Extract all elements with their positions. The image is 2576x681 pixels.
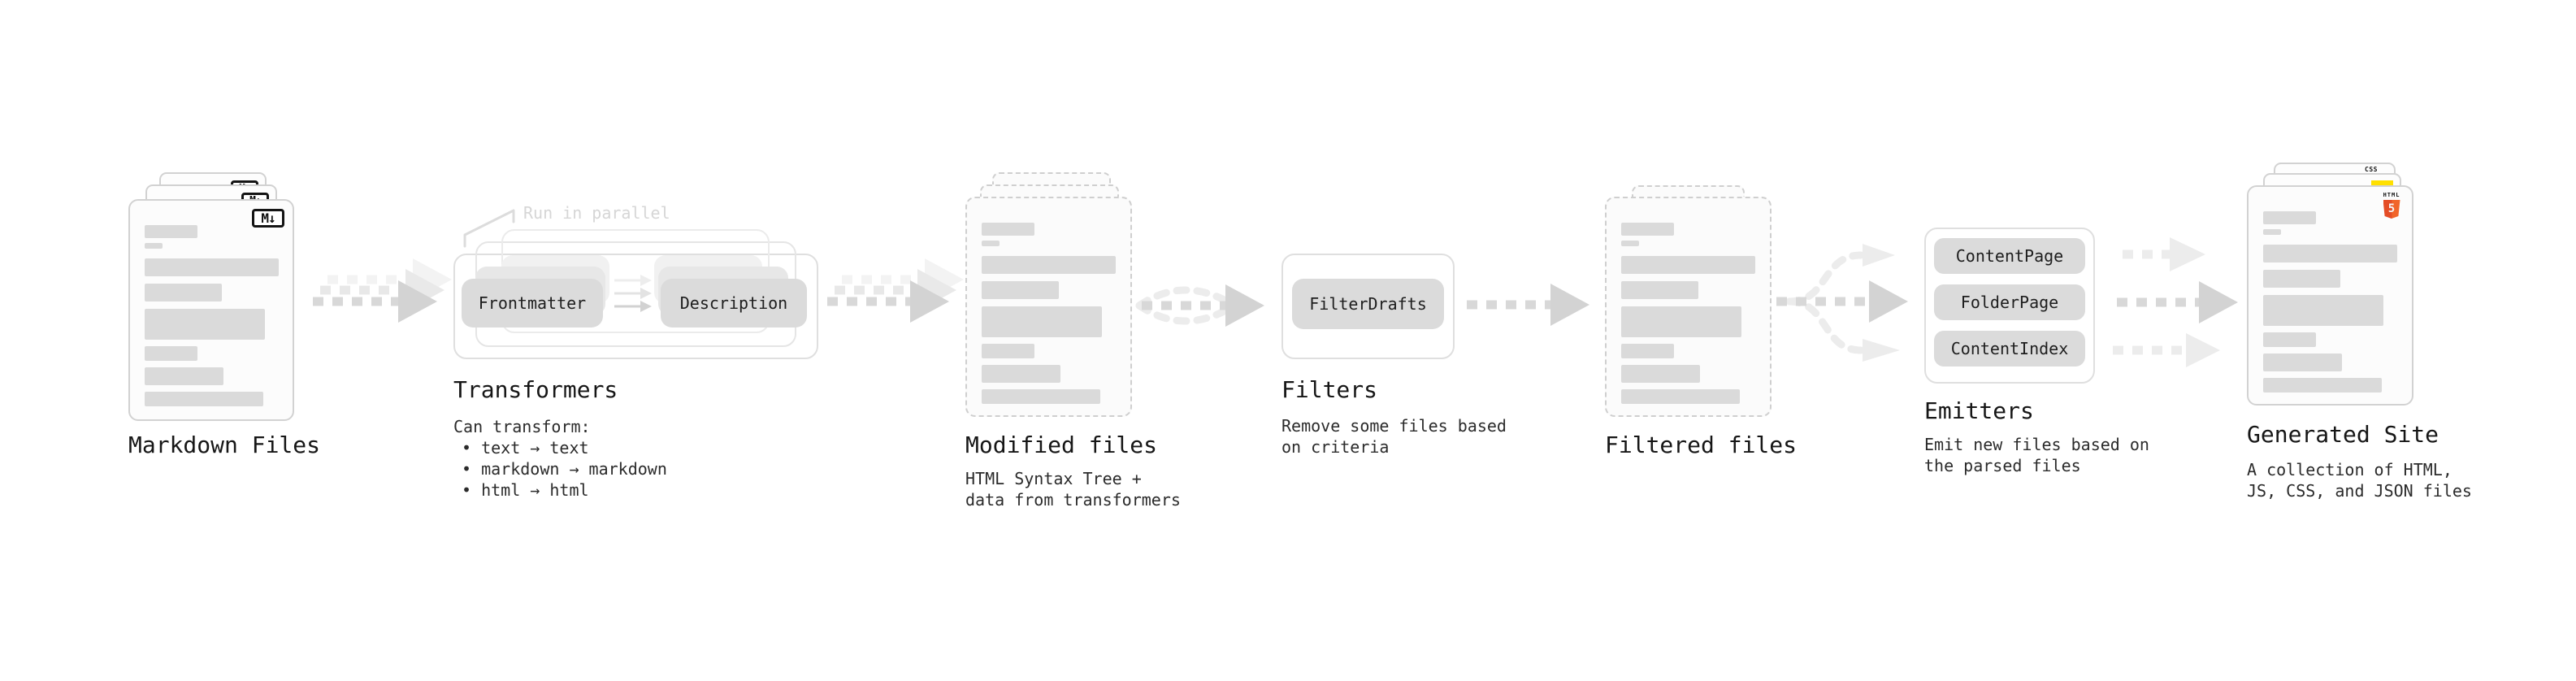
placeholder-line (145, 367, 223, 385)
bullet-line: • markdown → markdown (462, 459, 667, 479)
stage-label-filters: Filters (1281, 376, 1378, 403)
modified-files-description: HTML Syntax Tree + data from transformer… (965, 468, 1181, 510)
placeholder-line (145, 243, 163, 249)
placeholder-line (2263, 378, 2382, 393)
arrow-contentindex-out (2113, 333, 2220, 367)
css-icon-label: CSS (2365, 166, 2378, 173)
placeholder-line (145, 309, 265, 340)
arrow-folderpage-out (2117, 281, 2238, 323)
stage-label-filtered-files: Filtered files (1605, 432, 1798, 458)
placeholder-line (982, 306, 1102, 337)
stage-label-generated-site: Generated Site (2247, 421, 2439, 448)
placeholder-line (1621, 389, 1740, 404)
stage-label-transformers: Transformers (453, 376, 618, 403)
desc-line: the parsed files (1924, 456, 2081, 475)
placeholder-line (2263, 332, 2316, 347)
desc-line: on criteria (1281, 437, 1390, 457)
desc-line: HTML Syntax Tree + (965, 469, 1142, 488)
emitters-description: Emit new files based on the parsed files (1924, 434, 2149, 476)
arrow-transformers-to-modified (827, 258, 964, 323)
frontmatter-node: Frontmatter (462, 279, 603, 327)
filters-description: Remove some files based on criteria (1281, 415, 1507, 458)
placeholder-line (145, 392, 263, 406)
stage-label-modified-files: Modified files (965, 432, 1158, 458)
desc-line: JS, CSS, and JSON files (2247, 481, 2472, 501)
markdown-icon: M↓ (252, 209, 284, 228)
markdown-icon-label: M↓ (261, 210, 275, 226)
placeholder-line (982, 344, 1034, 358)
arrow-modified-to-filters (1135, 284, 1264, 327)
transformer-step-arrows (614, 275, 652, 312)
desc-line: Remove some files based (1281, 416, 1507, 436)
arrow-markdown-to-transformers (313, 258, 452, 323)
generated-site-description: A collection of HTML, JS, CSS, and JSON … (2247, 459, 2472, 501)
placeholder-line (145, 225, 197, 238)
run-in-parallel-leader-line (463, 209, 515, 248)
placeholder-line (1621, 256, 1755, 274)
html5-icon: HTML 5 (2381, 192, 2402, 219)
html5-shield: 5 (2383, 200, 2400, 219)
filters-box (1281, 254, 1455, 359)
placeholder-line (1621, 241, 1639, 246)
placeholder-line (982, 223, 1034, 236)
contentpage-node: ContentPage (1934, 238, 2085, 274)
placeholder-line (982, 389, 1100, 404)
transformers-box-front (453, 254, 818, 359)
html-file-card: HTML 5 (2247, 185, 2413, 406)
description-node: Description (661, 279, 807, 327)
desc-line: data from transformers (965, 490, 1181, 510)
placeholder-line (2263, 295, 2383, 326)
stage-label-markdown-files: Markdown Files (128, 432, 321, 458)
html5-shield-number: 5 (2387, 202, 2396, 215)
placeholder-line (1621, 365, 1700, 383)
modified-file-card (965, 197, 1132, 417)
folderpage-node: FolderPage (1934, 284, 2085, 320)
placeholder-line (2263, 211, 2316, 224)
placeholder-line (1621, 306, 1741, 337)
bullet-line: • text → text (462, 438, 589, 458)
doc-placeholder-lines (2249, 211, 2412, 393)
doc-placeholder-lines (967, 223, 1130, 404)
emitters-box (1924, 228, 2095, 384)
desc-line: Emit new files based on (1924, 435, 2149, 454)
placeholder-line (2263, 245, 2397, 262)
bullet-line: • html → html (462, 480, 589, 500)
placeholder-line (2263, 354, 2342, 371)
arrows-emitters-to-generated (2113, 237, 2238, 367)
doc-placeholder-lines (1607, 223, 1770, 404)
placeholder-line (1621, 223, 1674, 236)
contentindex-node: ContentIndex (1934, 331, 2085, 367)
placeholder-line (1621, 281, 1698, 299)
html5-icon-label: HTML (2383, 192, 2400, 198)
transformers-description: Can transform: • text → text • markdown … (453, 416, 667, 501)
arrow-contentpage-out (2123, 237, 2205, 271)
placeholder-line (1621, 344, 1674, 358)
desc-line: A collection of HTML, (2247, 460, 2452, 479)
placeholder-line (2263, 270, 2340, 288)
placeholder-line (145, 346, 197, 361)
placeholder-line (982, 365, 1060, 383)
markdown-file-card: M↓ (128, 199, 294, 421)
placeholder-line (2263, 229, 2281, 235)
placeholder-line (982, 281, 1059, 299)
arrow-filtered-to-emitters (1776, 244, 1908, 362)
run-in-parallel-note: Run in parallel (523, 203, 670, 223)
placeholder-line (145, 258, 279, 276)
filtered-file-card (1605, 197, 1772, 417)
placeholder-line (145, 284, 222, 301)
doc-placeholder-lines (130, 225, 293, 406)
placeholder-line (982, 241, 1000, 246)
desc-line: Can transform: (453, 417, 591, 436)
stage-label-emitters: Emitters (1924, 397, 2034, 424)
placeholder-line (982, 256, 1116, 274)
filterdrafts-node: FilterDrafts (1292, 279, 1444, 329)
arrow-filters-to-filtered (1467, 284, 1589, 326)
